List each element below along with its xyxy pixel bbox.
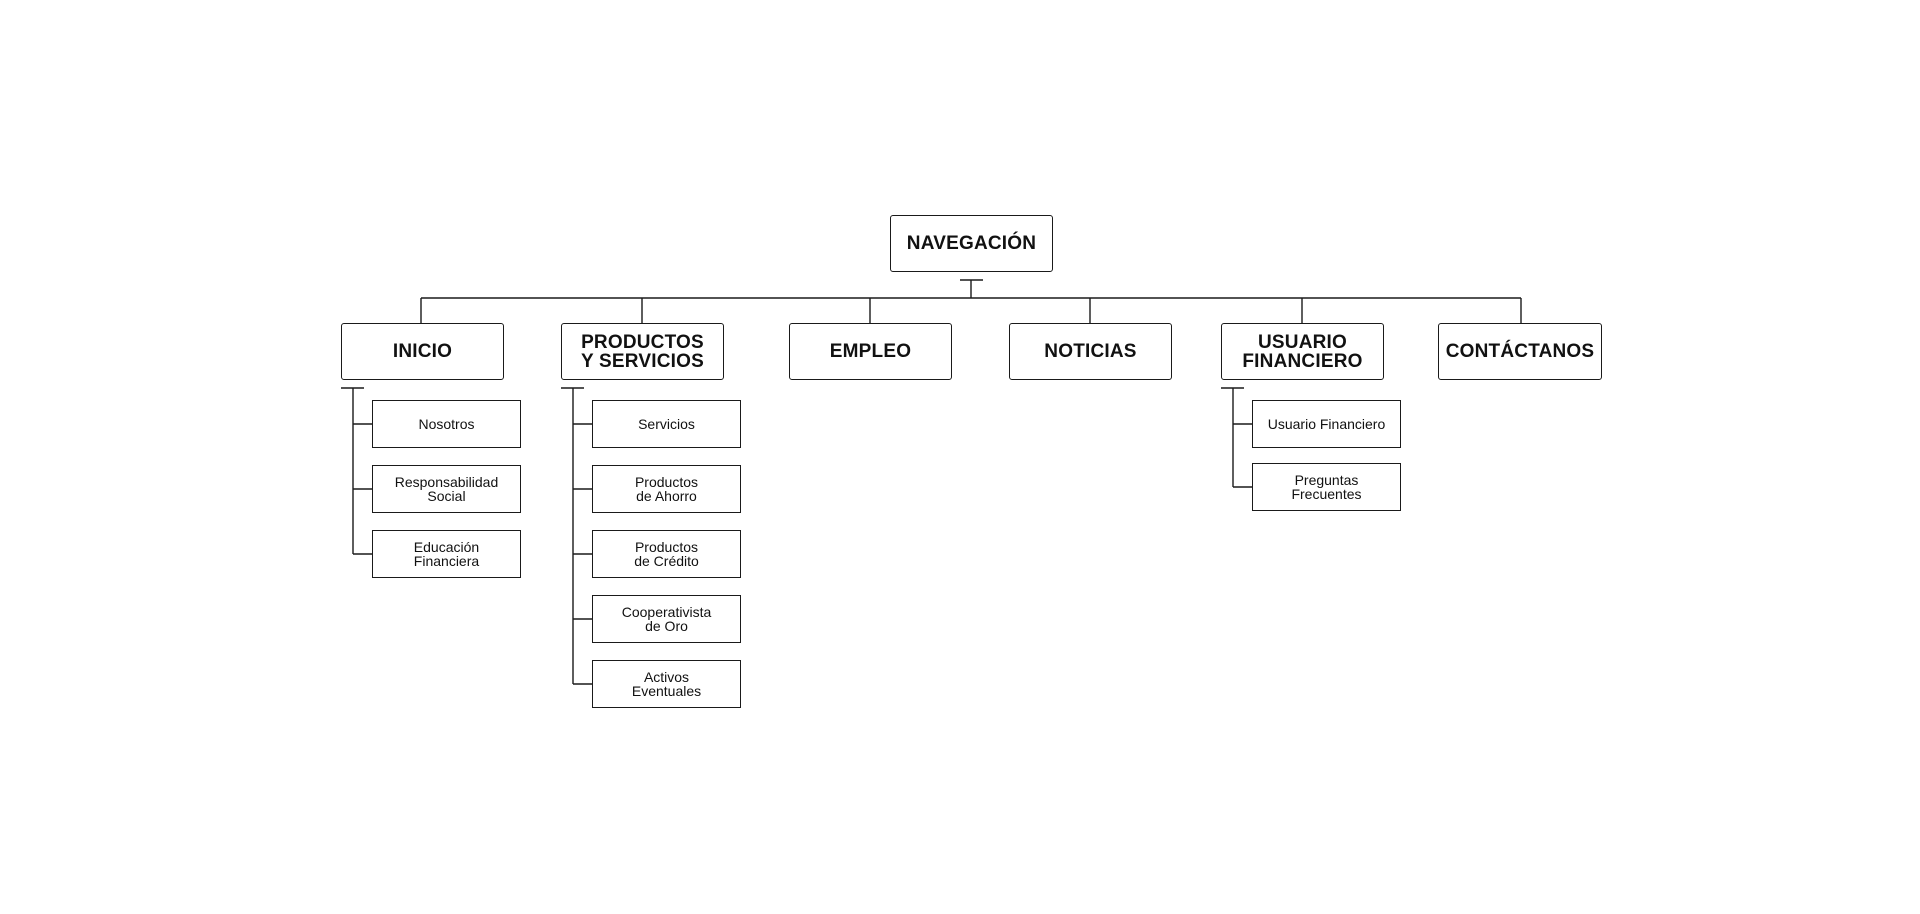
- subpage-node-productos-de-credito: Productos de Crédito: [592, 530, 741, 578]
- subpage-node-educacion-financiera: Educación Financiera: [372, 530, 521, 578]
- root-node-navegacion: NAVEGACIÓN: [890, 215, 1053, 272]
- subpage-node-usuario-financiero: Usuario Financiero: [1252, 400, 1401, 448]
- section-node-contactanos: CONTÁCTANOS: [1438, 323, 1602, 380]
- section-node-usuario-financiero: USUARIO FINANCIERO: [1221, 323, 1384, 380]
- subpage-node-preguntas-frecuentes: Preguntas Frecuentes: [1252, 463, 1401, 511]
- subpage-node-responsabilidad-social: Responsabilidad Social: [372, 465, 521, 513]
- section-node-productos-y-servicios: PRODUCTOS Y SERVICIOS: [561, 323, 724, 380]
- section-node-empleo: EMPLEO: [789, 323, 952, 380]
- section-node-noticias: NOTICIAS: [1009, 323, 1172, 380]
- section-node-inicio: INICIO: [341, 323, 504, 380]
- subpage-node-servicios: Servicios: [592, 400, 741, 448]
- subpage-node-activos-eventuales: Activos Eventuales: [592, 660, 741, 708]
- subpage-node-nosotros: Nosotros: [372, 400, 521, 448]
- subpage-node-cooperativista-de-oro: Cooperativista de Oro: [592, 595, 741, 643]
- subpage-node-productos-de-ahorro: Productos de Ahorro: [592, 465, 741, 513]
